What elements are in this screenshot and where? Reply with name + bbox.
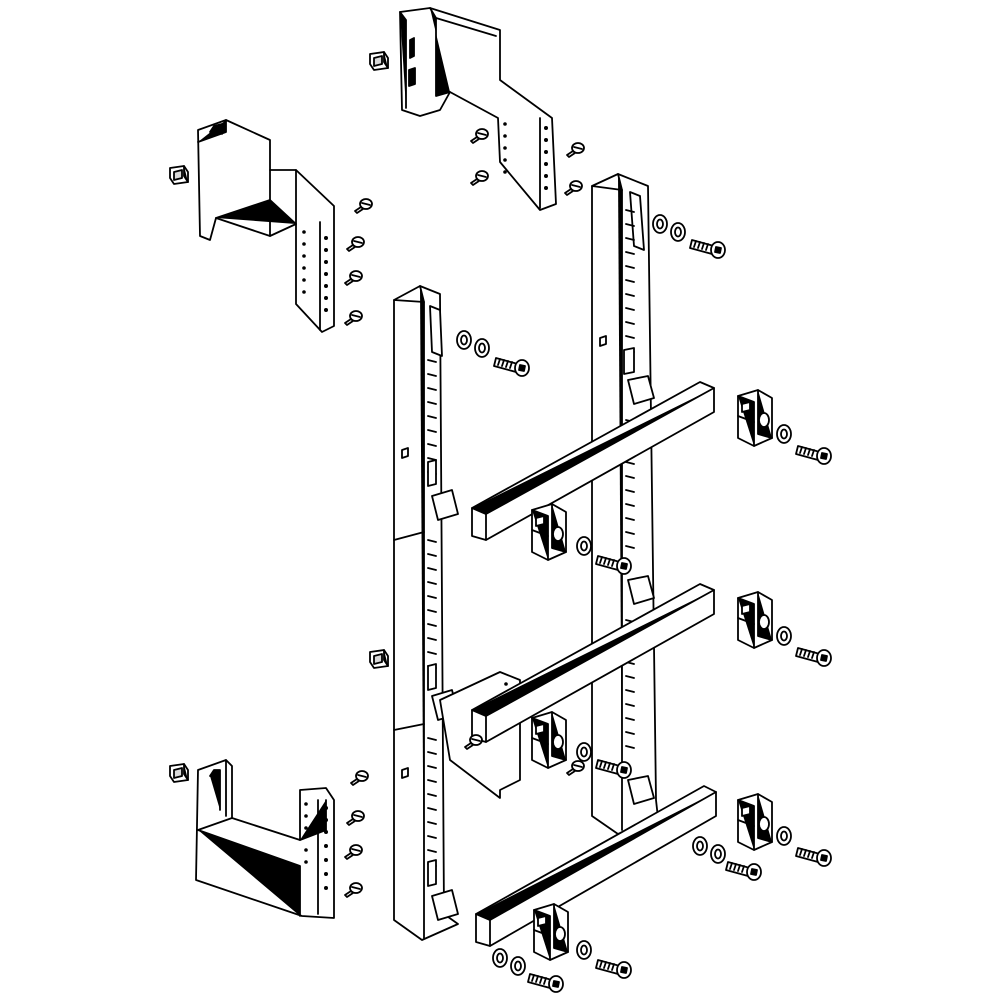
washer-icon xyxy=(652,214,668,234)
screw-icon xyxy=(566,760,585,776)
screw-icon xyxy=(354,198,373,214)
top-bracket xyxy=(399,7,557,211)
clamp-block-icon xyxy=(737,389,773,447)
clamp-block-icon xyxy=(533,903,569,961)
washer-icon xyxy=(576,536,592,556)
screw-icon xyxy=(344,270,363,286)
washer-icon xyxy=(576,742,592,762)
clamp-block-icon xyxy=(737,591,773,649)
washer-icon xyxy=(776,424,792,444)
washer-icon xyxy=(710,844,726,864)
bolt-icon xyxy=(725,861,762,881)
bolt-icon xyxy=(795,445,832,465)
clamp-block-icon xyxy=(531,711,567,769)
bolt-icon xyxy=(795,847,832,867)
cage-nut-icon xyxy=(369,649,389,669)
cross-bar-top xyxy=(471,381,715,541)
screw-icon xyxy=(346,236,365,252)
clamp-block-icon xyxy=(531,503,567,561)
washer-icon xyxy=(670,222,686,242)
cage-nut-icon xyxy=(369,51,389,71)
washer-icon xyxy=(692,836,708,856)
washer-icon xyxy=(510,956,526,976)
bolt-icon xyxy=(527,973,564,993)
screw-icon xyxy=(566,142,585,158)
left-upper-bracket xyxy=(197,119,335,333)
bolt-icon xyxy=(689,239,726,259)
screw-icon xyxy=(470,128,489,144)
washer-icon xyxy=(456,330,472,350)
screw-icon xyxy=(344,844,363,860)
screw-icon xyxy=(470,170,489,186)
bolt-icon xyxy=(493,357,530,377)
right-vertical-rail xyxy=(591,173,659,835)
washer-icon xyxy=(776,626,792,646)
clamp-block-icon xyxy=(737,793,773,851)
left-lower-bracket xyxy=(195,759,335,919)
screw-icon xyxy=(350,770,369,786)
washer-icon xyxy=(576,940,592,960)
washer-icon xyxy=(474,338,490,358)
washer-icon xyxy=(492,948,508,968)
left-vertical-rail xyxy=(393,285,459,941)
cross-bar-bottom xyxy=(475,785,717,947)
bolt-icon xyxy=(795,647,832,667)
cage-nut-icon xyxy=(169,763,189,783)
screw-icon xyxy=(344,310,363,326)
screw-icon xyxy=(346,810,365,826)
screw-icon xyxy=(564,180,583,196)
screw-icon xyxy=(344,882,363,898)
washer-icon xyxy=(776,826,792,846)
cage-nut-icon xyxy=(169,165,189,185)
bolt-icon xyxy=(595,959,632,979)
